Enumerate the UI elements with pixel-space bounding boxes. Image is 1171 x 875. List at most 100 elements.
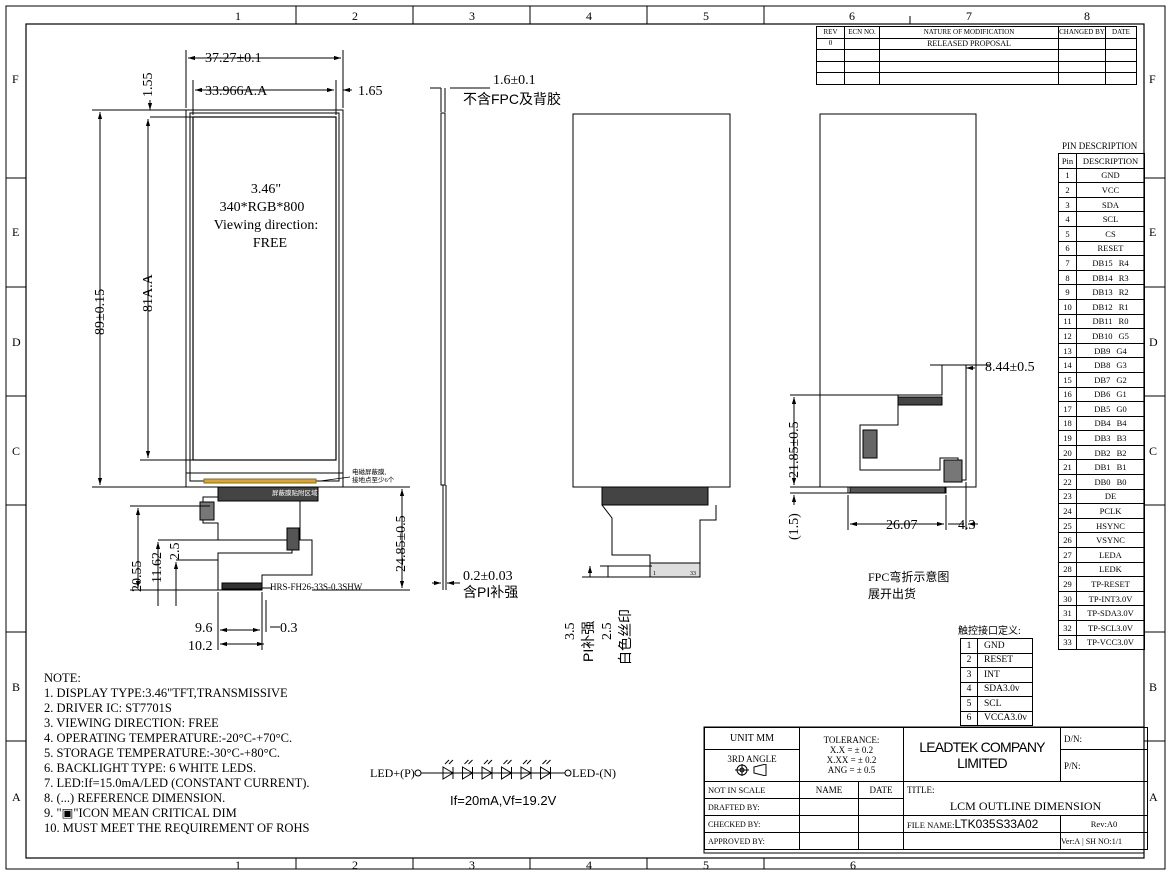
pin-color-bit: R4	[1118, 257, 1129, 268]
pin-description: VCC	[1076, 182, 1145, 198]
pin-signal: TP-VCC3.0V	[1087, 637, 1134, 648]
title-block: UNIT MM TOLERANCE: X.X = ± 0.2 X.XX = ± …	[704, 727, 1148, 850]
tb-angle-label: 3RD ANGLE	[727, 753, 777, 764]
pin-number: 8	[1058, 269, 1077, 286]
touch-pin-description: VCCA3.0v	[977, 710, 1033, 726]
rev-empty	[1058, 37, 1106, 50]
grid-right-e: E	[1149, 225, 1156, 239]
pin-number: 9	[1058, 284, 1077, 300]
grid-bottom-5: 5	[703, 858, 709, 872]
rev-empty	[1105, 37, 1137, 50]
pin-description: SDA	[1076, 196, 1145, 213]
pin-number: 15	[1058, 371, 1077, 388]
pin-signal: DB1	[1094, 462, 1111, 473]
rev-empty	[844, 72, 880, 85]
tb-ver-sheet: Ver:A | SH NO:1/1	[1060, 832, 1148, 850]
led-diode-icon	[501, 759, 513, 780]
note-item: 8. (...) REFERENCE DIMENSION.	[44, 791, 226, 805]
front-view	[185, 109, 344, 591]
rev-empty	[1058, 49, 1106, 62]
pin-number: 21	[1058, 459, 1077, 476]
pin-signal: DB8	[1094, 360, 1111, 371]
tb-dn: D/N:	[1060, 727, 1148, 750]
pin-number: 10	[1058, 298, 1077, 315]
tb-title-value: LCM OUTLINE DIMENSION	[949, 799, 1102, 813]
side-thickness-note: 不含FPC及背胶	[463, 91, 561, 107]
pin-description: GND	[1076, 167, 1145, 184]
pin-signal: DB11	[1092, 316, 1113, 327]
pin-number: 24	[1058, 503, 1077, 519]
note-item: 5. STORAGE TEMPERATURE:-30°C-+80°C.	[44, 746, 281, 760]
tb-file-label: FILE NAME:	[907, 820, 955, 830]
tb-approved-date	[858, 832, 904, 850]
tb-file-value: LTK035S33A02	[954, 817, 1039, 831]
tb-sheet: SH NO:1/1	[1085, 836, 1122, 846]
note-item: 7. LED:If=15.0mA/LED (CONSTANT CURRENT).	[44, 776, 310, 790]
pin-signal: DB7	[1094, 374, 1111, 385]
bent-dim-right: 4.3	[958, 518, 976, 533]
pi-stiffener-label: PI补强	[580, 621, 596, 662]
pin-signal: DB2	[1094, 447, 1111, 458]
pin-signal: CS	[1105, 228, 1116, 239]
pin-description: CS	[1076, 225, 1145, 242]
pin-number: 3	[1058, 196, 1077, 213]
shield-area-label: 屏蔽膜贴附区域	[272, 488, 318, 497]
rev-empty	[816, 49, 845, 62]
pin-color-bit: G5	[1118, 330, 1129, 341]
tb-ver: Ver:A	[1061, 836, 1081, 846]
side-thickness: 1.6±0.1	[493, 73, 536, 88]
rev-empty	[816, 72, 845, 85]
tb-drafted: DRAFTED BY:	[704, 798, 800, 816]
pin-signal: HSYNC	[1096, 520, 1125, 531]
grid-left-e: E	[12, 225, 19, 239]
tb-checked-date	[858, 815, 904, 833]
pin-number: 2	[1058, 182, 1077, 198]
pin-color-bit: B0	[1116, 476, 1127, 487]
pin-description: TP-INT3.0V	[1076, 590, 1145, 607]
grid-bottom-3: 3	[469, 858, 475, 872]
tb-checked-name	[799, 815, 859, 833]
front-view-dims	[92, 50, 410, 650]
pin-signal: TP-SCL3.0V	[1087, 622, 1134, 633]
fpc-note-1: 电磁屏蔽膜,	[352, 467, 387, 476]
note-item: 4. OPERATING TEMPERATURE:-20°C-+70°C.	[44, 731, 293, 745]
led-diode-icon	[481, 759, 493, 780]
bent-dim-left: 21.85±0.5	[787, 421, 802, 478]
rev-empty	[816, 60, 845, 73]
dim-fpc-small: 2.5	[168, 543, 183, 561]
fpc-note-2: 接地点至少6个	[352, 475, 395, 484]
grid-top-2: 2	[352, 9, 358, 23]
note-item: 3. VIEWING DIRECTION: FREE	[44, 716, 219, 730]
dim-fpc-mid: 11.62	[150, 552, 165, 583]
pin-signal: SDA	[1101, 199, 1119, 210]
display-resolution: 340*RGB*800	[220, 200, 305, 215]
grid-bottom-2: 2	[352, 858, 358, 872]
pin-description: TP-RESET	[1076, 576, 1145, 592]
pin-row: 3 SDA	[1058, 196, 1145, 213]
notes-title: NOTE:	[44, 671, 81, 685]
note-item: 1. DISPLAY TYPE:3.46"TFT,TRANSMISSIVE	[44, 686, 288, 700]
grid-top-3: 3	[469, 9, 475, 23]
pin-number: 19	[1058, 430, 1077, 446]
tb-drafted-date	[858, 798, 904, 816]
touch-pin-number: 6	[960, 710, 978, 726]
pin-signal: DB15	[1092, 257, 1113, 268]
pin-number: 20	[1058, 444, 1077, 461]
pin-signal: LEDK	[1099, 564, 1122, 575]
pin-color-bit: G3	[1116, 360, 1127, 371]
pin-signal: PCLK	[1099, 506, 1122, 517]
bent-note-2: 展开出货	[868, 586, 916, 601]
pi-thickness: 0.2±0.03	[463, 569, 513, 584]
dim-height-outline: 89±0.15	[93, 289, 108, 335]
